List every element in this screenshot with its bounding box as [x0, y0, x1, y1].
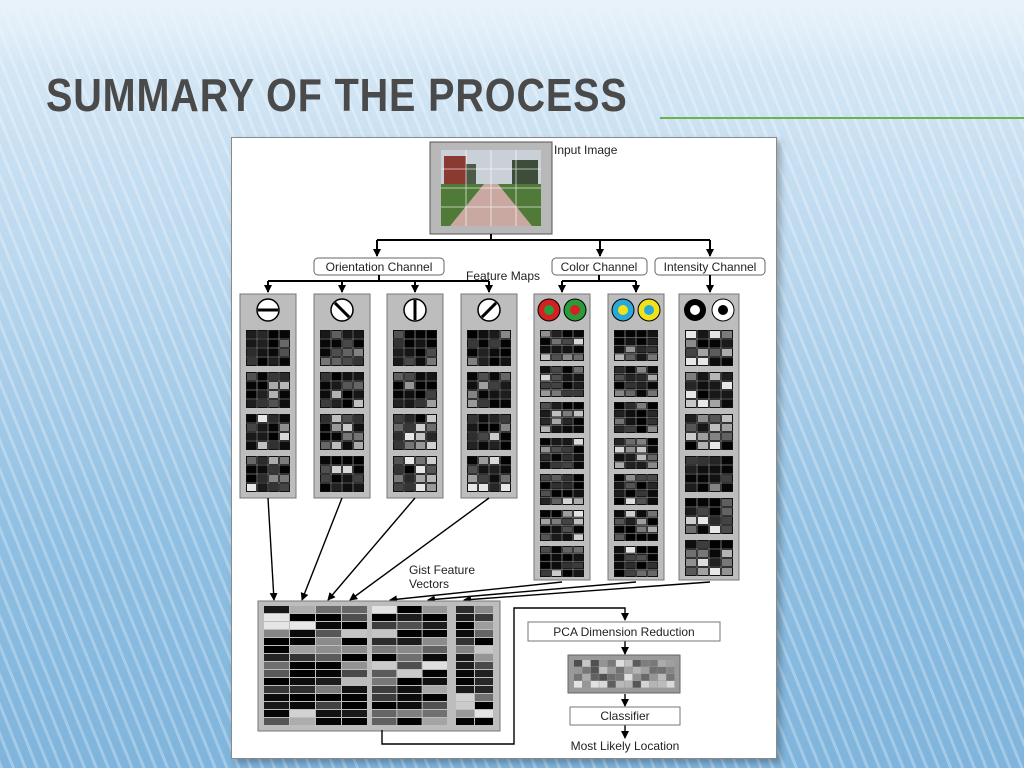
slide-top-fade — [0, 0, 1024, 70]
distribution-arrows — [373, 234, 714, 257]
feature-map — [246, 372, 290, 408]
gist-arrows — [267, 497, 711, 604]
feature-map — [614, 510, 658, 541]
gist-label-line1: Gist Feature — [409, 563, 475, 577]
feature-map — [685, 498, 733, 534]
feature-map — [614, 402, 658, 433]
orientation-column-1 — [239, 293, 297, 499]
feature-map — [614, 366, 658, 397]
feature-map — [540, 366, 584, 397]
color-channel-label: Color Channel — [561, 260, 638, 274]
feature-map — [685, 456, 733, 492]
feature-map — [246, 414, 290, 450]
feature-map — [540, 474, 584, 505]
feature-map — [540, 402, 584, 433]
input-image-label: Input Image — [554, 143, 618, 157]
feature-map — [320, 330, 364, 366]
intensity-channel-label: Intensity Channel — [664, 260, 757, 274]
output-label: Most Likely Location — [571, 739, 680, 753]
feature-map — [467, 456, 511, 492]
orientation-column-4 — [460, 293, 518, 499]
color-column-2 — [607, 293, 665, 581]
feature-map — [614, 330, 658, 361]
orientation-column-3 — [386, 293, 444, 499]
gist-label-line2: Vectors — [409, 577, 449, 591]
branch-arrows — [264, 275, 714, 293]
feature-map — [246, 456, 290, 492]
diagram-svg: Input Image Orientation Channel Color Ch… — [239, 141, 766, 753]
orientation-column-2 — [313, 293, 371, 499]
orientation-channel-label: Orientation Channel — [326, 260, 433, 274]
feature-map — [685, 414, 733, 450]
feature-map — [540, 330, 584, 361]
feature-map — [320, 372, 364, 408]
classifier-box — [569, 706, 681, 726]
feature-map — [467, 330, 511, 366]
feature-map — [320, 456, 364, 492]
color-column-1 — [533, 293, 591, 581]
feature-map — [467, 414, 511, 450]
feature-map — [393, 330, 437, 366]
feature-map — [393, 414, 437, 450]
classifier-label: Classifier — [600, 709, 649, 723]
feature-maps-label: Feature Maps — [466, 269, 540, 283]
feature-map — [614, 438, 658, 469]
pca-box — [527, 621, 721, 642]
feature-map — [320, 414, 364, 450]
feature-map — [614, 546, 658, 577]
feature-map — [614, 474, 658, 505]
pca-label: PCA Dimension Reduction — [553, 625, 694, 639]
feature-map-columns — [239, 293, 740, 581]
feature-map — [685, 372, 733, 408]
gist-feature-vectors — [257, 600, 501, 732]
feature-map — [685, 540, 733, 576]
input-image — [429, 141, 553, 235]
pipeline-arrows — [381, 607, 629, 745]
reduced-feature-vector — [567, 654, 681, 694]
feature-map — [685, 330, 733, 366]
feature-map — [393, 372, 437, 408]
title-rule — [660, 117, 1024, 119]
feature-map — [393, 456, 437, 492]
feature-map — [540, 546, 584, 577]
feature-map — [246, 330, 290, 366]
intensity-column — [678, 293, 740, 581]
slide-title: SUMMARY OF THE PROCESS — [46, 69, 628, 121]
feature-map — [467, 372, 511, 408]
process-diagram: Input Image Orientation Channel Color Ch… — [231, 137, 777, 759]
feature-map — [540, 510, 584, 541]
feature-map — [540, 438, 584, 469]
